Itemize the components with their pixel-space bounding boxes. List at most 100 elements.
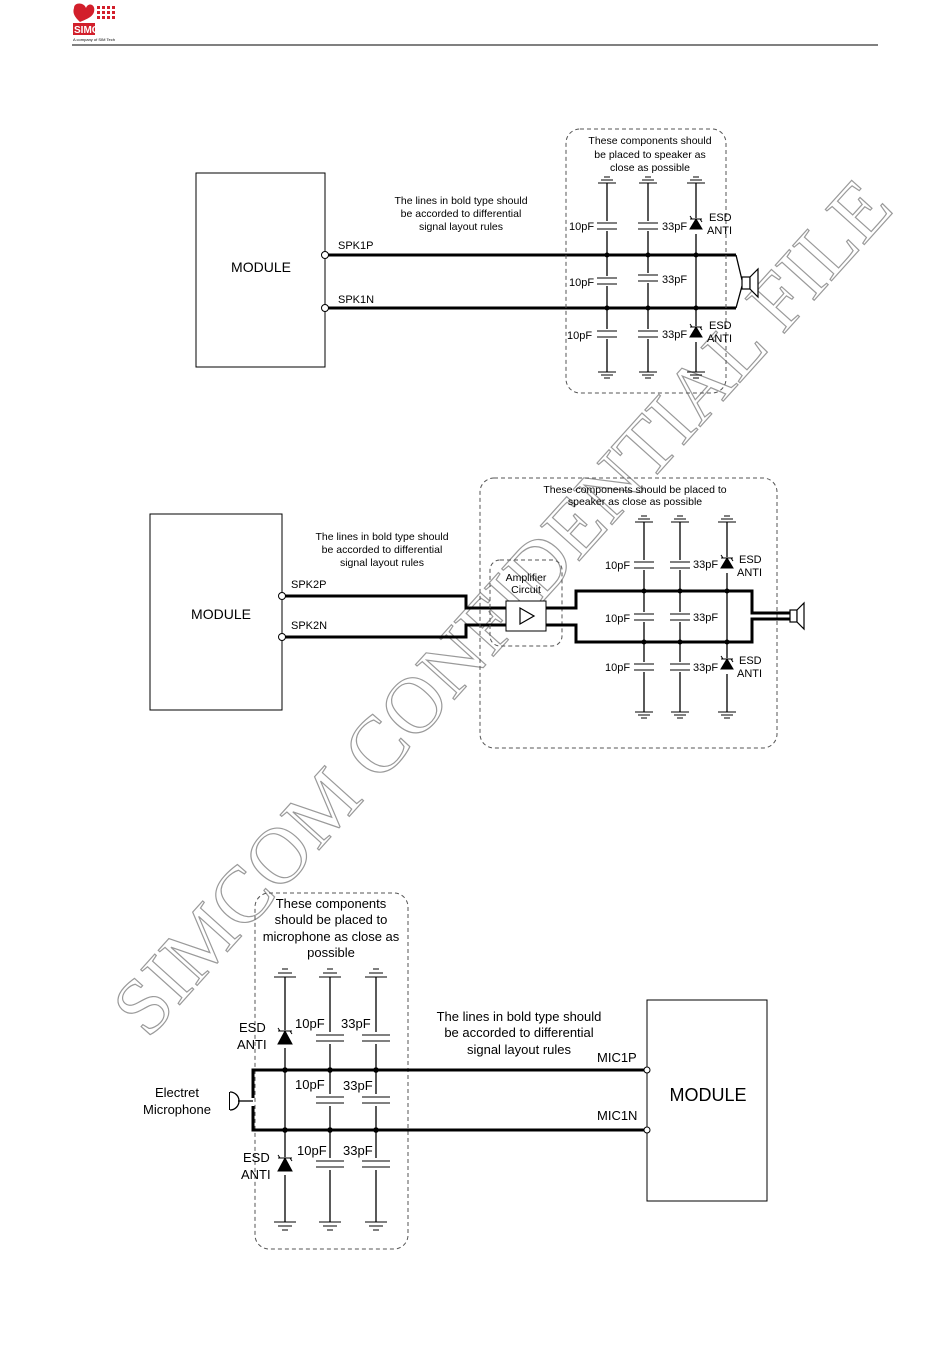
placement-note-line2: be placed to speaker as [594,149,706,161]
speaker-icon [735,254,759,309]
ground-symbol [598,371,616,379]
capacitor [638,329,658,339]
esd-label: ESD [739,655,762,667]
pin-label-p: MIC1P [597,1050,637,1065]
esd-diode [689,215,703,234]
esd-label: ESD [709,212,732,224]
placement-note-line1: These components [276,896,387,911]
pin-node [278,633,286,641]
net-spk2p [282,594,506,610]
amplifier-triangle-icon [519,606,536,626]
capacitor [634,662,654,672]
capacitor [597,329,617,339]
pin-label-n: SPK2N [291,620,327,632]
net-spk-out-n [546,617,790,644]
cap-label-33pf: 33pF [662,221,687,233]
ground-symbol [671,711,689,719]
cap-label-33pf: 33pF [662,329,687,341]
junction-dot [282,1067,288,1073]
ground-symbol [671,515,689,523]
capacitor [597,221,617,231]
ground-symbol [639,176,657,184]
pin-label-n: MIC1N [597,1108,637,1123]
figure-microphone: MODULE MIC1P MIC1N The lines in bold typ… [143,892,768,1250]
layout-note-line2: be accorded to differential [444,1025,593,1040]
module-box [149,513,283,711]
esd-diode [720,655,734,674]
placement-note-line3: close as possible [610,162,690,174]
net-mic1n [251,1106,647,1132]
pin-node [643,1126,651,1134]
net-spk-out-p [546,589,790,615]
anti-label: ANTI [707,333,732,345]
cap-label-33pf: 33pF [693,662,718,674]
ground-symbol [598,176,616,184]
capacitor [316,1158,344,1170]
simcom-logo: SIMCom A company of SIM Tech [73,3,115,42]
placement-note-line4: possible [307,945,355,960]
esd-diode [277,1154,293,1175]
ground-symbol [365,968,387,978]
net-spk2n [282,623,506,639]
microphone-icon [229,1091,253,1111]
module-label: MODULE [669,1085,746,1105]
microphone-label-line2: Microphone [143,1102,211,1117]
junction-dot [693,305,699,311]
junction-dot [327,1127,333,1133]
junction-dot [327,1067,333,1073]
ground-symbol [718,515,736,523]
pin-node [321,251,329,259]
module-label: MODULE [191,606,251,622]
ground-symbol [635,711,653,719]
placement-note-line2: should be placed to [275,912,388,927]
junction-dot [373,1127,379,1133]
cap-label-10pf: 10pF [569,221,594,233]
module-label: MODULE [231,259,291,275]
esd-diode [689,323,703,342]
logo-subtext: A company of SIM Tech [73,37,115,42]
cap-label-33pf: 33pF [343,1078,373,1093]
layout-note-line3: signal layout rules [419,221,503,233]
capacitor [362,1032,390,1044]
anti-label: ANTI [241,1167,271,1182]
pin-node [278,592,286,600]
ground-symbol [274,1221,296,1231]
anti-label: ANTI [237,1037,267,1052]
pin-label-p: SPK2P [291,579,326,591]
cap-label-10pf: 10pF [605,613,630,625]
cap-label-10pf: 10pF [569,277,594,289]
cap-label-33pf: 33pF [343,1143,373,1158]
ground-symbol [687,176,705,184]
pin-node [643,1066,651,1074]
cap-label-33pf: 33pF [693,559,718,571]
esd-label: ESD [239,1020,266,1035]
capacitor [670,560,690,570]
capacitor [634,612,654,622]
capacitor [362,1094,390,1106]
junction-dot [645,252,651,258]
pin-label-p: SPK1P [338,240,373,252]
ground-symbol [274,968,296,978]
layout-note-line1: The lines in bold type should [437,1009,602,1024]
ground-symbol [718,711,736,719]
speaker-icon [789,601,805,631]
layout-note-line3: signal layout rules [467,1042,572,1057]
placement-box [479,477,778,749]
logo-text: SIMCom [74,25,114,36]
esd-label: ESD [243,1150,270,1165]
capacitor [316,1032,344,1044]
capacitor [316,1094,344,1106]
microphone-label-line1: Electret [155,1085,199,1100]
placement-note-line2: speaker as close as possible [568,496,702,508]
layout-note-line2: be accorded to differential [401,208,522,220]
module-box [195,172,326,368]
layout-note-line1: The lines in bold type should [315,531,448,543]
anti-label: ANTI [707,225,732,237]
ground-symbol [319,968,341,978]
pin-node [321,304,329,312]
cap-label-10pf: 10pF [297,1143,327,1158]
capacitor [634,560,654,570]
capacitor [597,276,617,286]
junction-dot [604,252,610,258]
